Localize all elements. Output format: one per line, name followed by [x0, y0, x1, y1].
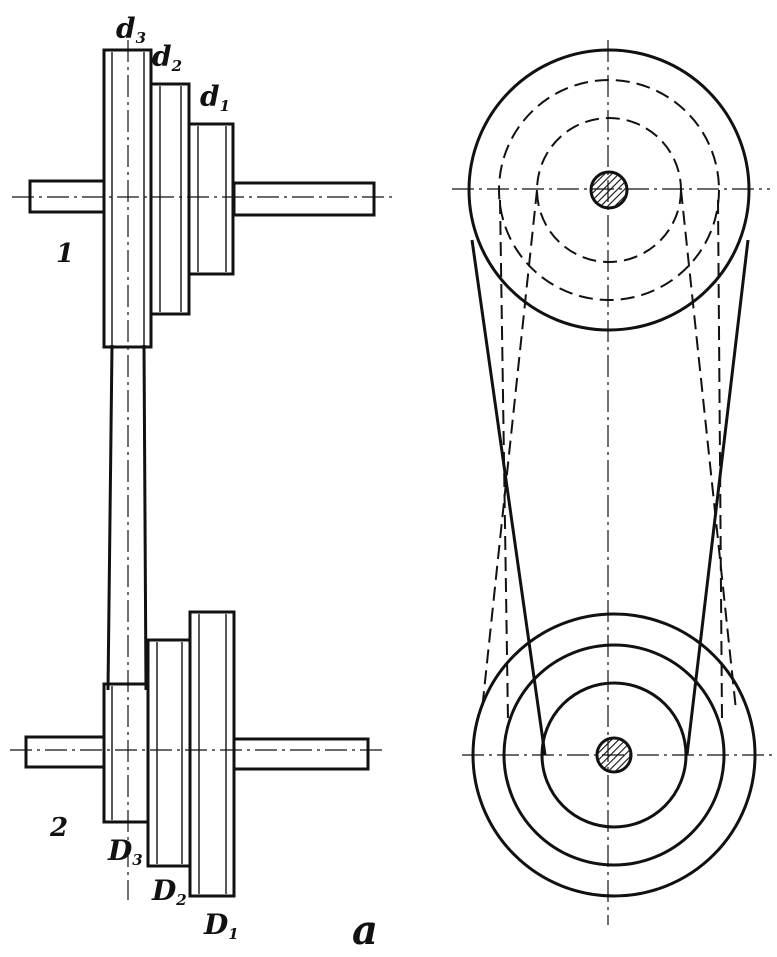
label-d1: d1: [200, 80, 230, 115]
belt-side: [106, 344, 148, 691]
label-D2: D2: [151, 874, 187, 909]
label-shaft-2: 2: [49, 813, 68, 843]
lower-pulley-D1-circle: [471, 612, 757, 898]
shaft-1: [12, 179, 392, 217]
front-view: [452, 40, 772, 925]
upper-shaft-section: [589, 170, 629, 210]
pulley-D2: [146, 638, 192, 868]
label-d3: d3: [116, 12, 146, 47]
label-d2: d2: [152, 40, 182, 75]
label-shaft-1: 1: [56, 239, 74, 269]
lower-pulley-front: [471, 612, 757, 898]
shaft-2: [10, 735, 386, 771]
lower-shaft-section: [595, 736, 633, 774]
lower-pulley-D3-circle: [540, 681, 688, 829]
belt-front-active: [470, 239, 750, 756]
lower-pulley-D2-circle: [502, 643, 726, 867]
pulley-D3: [102, 682, 150, 824]
upper-pulley-front: [467, 48, 751, 332]
upper-pulley-d2-circle: [498, 79, 720, 301]
upper-pulley-d3-circle: [467, 48, 751, 332]
belt-front-alternative: [481, 189, 737, 721]
label-D1: D1: [203, 908, 239, 943]
pulley-D1: [188, 610, 236, 898]
pulley-d2: [149, 82, 191, 316]
pulley-d1: [187, 122, 235, 276]
side-view: d3 d2 d1 1 2 D3 D2 D1 a: [10, 12, 392, 954]
label-figure-a: a: [352, 907, 378, 954]
label-D3: D3: [107, 834, 143, 869]
